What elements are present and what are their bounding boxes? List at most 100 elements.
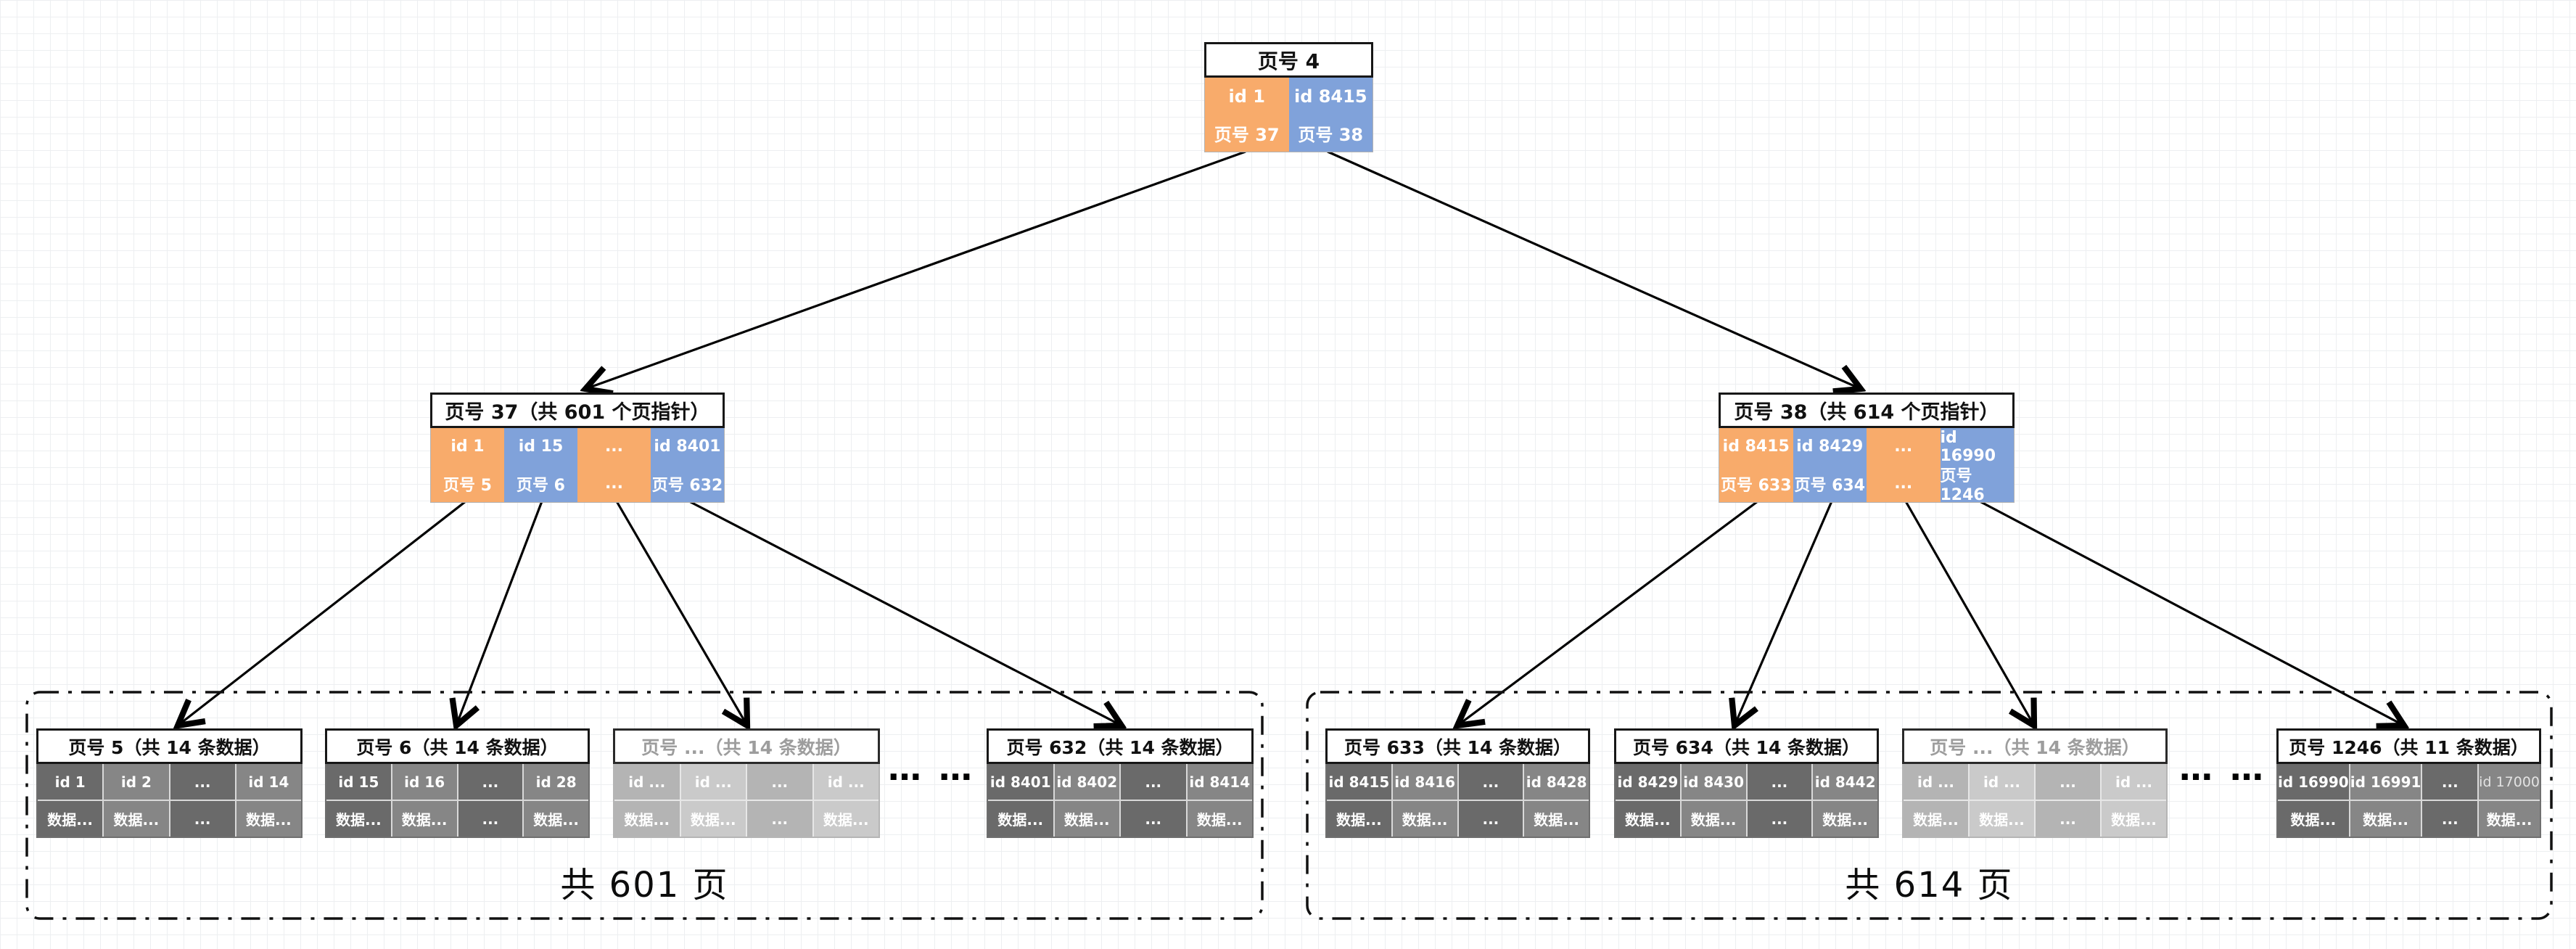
record-id: id ... [614,764,680,800]
record-data: 数据... [1616,801,1680,837]
record-id: id 28 [524,764,588,800]
record-data: 数据... [524,801,588,837]
pointer-page: 页号 632 [651,476,723,495]
leaf-page-node-hidden: 页号 ...（共 14 条数据） id ...数据... id ...数据...… [613,728,880,838]
record-id: id 8415 [1327,764,1391,800]
pointer-page: ... [604,474,624,493]
record-id: id 8429 [1616,764,1680,800]
record-data: 数据... [614,801,680,837]
record-ellipsis: ... [747,801,812,837]
record-id: id 8402 [1054,764,1119,800]
pointer-page: 页号 633 [1720,476,1792,495]
leaf-page-title: 页号 5（共 14 条数据） [36,728,303,764]
leaf-page-title: 页号 634（共 14 条数据） [1614,728,1879,764]
pointer-cell-ellipsis: ... ... [577,428,651,502]
pointer-id: id 8415 [1722,437,1790,456]
internal-page-pointers: id 1 页号 5 id 15 页号 6 ... ... id 8401 页号 … [430,428,725,503]
root-page-title: 页号 4 [1204,42,1373,78]
internal-page-pointers: id 8415 页号 633 id 8429 页号 634 ... ... id… [1719,428,2015,504]
record-id: id 8416 [1392,764,1457,800]
internal-page-title: 页号 38（共 614 个页指针） [1719,393,2015,428]
record-data: 数据... [2350,801,2421,837]
record-id: id 8428 [1524,764,1589,800]
pointer-id: id 15 [518,437,564,456]
record-data: 数据... [680,801,746,837]
edge-root-to-int0 [585,150,1246,389]
record-data: 数据... [2479,801,2540,837]
pointer-id: id 1 [1228,86,1265,107]
record-data: 数据... [236,801,301,837]
internal-page-title: 页号 37（共 601 个页指针） [430,393,725,428]
record-id: id 2 [104,764,169,800]
pointer-cell: id 16990 页号 1246 [1940,428,2014,504]
pointer-page: 页号 37 [1214,125,1280,145]
leaf-page-title: 页号 632（共 14 条数据） [987,728,1254,764]
record-id: id 16 [392,764,457,800]
pointer-id: id 8429 [1796,437,1864,456]
record-id: id 15 [326,764,391,800]
pointer-page: ... [1894,474,1913,493]
record-id: id ... [2102,764,2166,800]
pointer-id: id 8401 [654,437,721,456]
pointer-cell: id 15 页号 6 [504,428,577,502]
record-ellipsis: ... [2036,764,2100,800]
record-ellipsis: ... [1121,764,1186,800]
pointer-id: id 1 [450,437,485,456]
edge-root-to-int1 [1327,150,1861,389]
page-group-left: 共 601 页 [25,691,1264,920]
leaf-page-node-hidden: 页号 ...（共 14 条数据） id ...数据... id ...数据...… [1902,728,2168,838]
record-id: id 17000 [2479,764,2540,800]
record-id: id 8442 [1813,764,1877,800]
record-ellipsis: ... [458,801,523,837]
pointer-cell-ellipsis: ... ... [1867,428,1941,502]
record-id: id 8430 [1681,764,1746,800]
record-data: 数据... [1524,801,1589,837]
record-id: id 16990 [2278,764,2349,800]
leaf-page-title: 页号 ...（共 14 条数据） [1902,728,2168,764]
leaf-page-title: 页号 6（共 14 条数据） [325,728,590,764]
record-data: 数据... [104,801,169,837]
leaves-ellipsis: … … [887,749,975,788]
record-id: id 8414 [1187,764,1252,800]
root-page-pointers: id 1 页号 37 id 8415 页号 38 [1204,78,1373,152]
leaf-records: id ...数据... id ...数据... ...... id ...数据.… [613,764,880,838]
pointer-page: 页号 1246 [1940,467,1985,504]
record-ellipsis: ... [2422,764,2478,800]
record-data: 数据... [1904,801,1968,837]
record-id: id ... [1904,764,1968,800]
record-id: id 8401 [988,764,1053,800]
record-id: id ... [1970,764,2034,800]
pointer-cell: id 8415 页号 633 [1719,428,1793,502]
record-ellipsis: ... [1458,764,1523,800]
record-data: 数据... [813,801,878,837]
pointer-id: id 16990 [1940,428,1996,465]
internal-page-node: 页号 37（共 601 个页指针） id 1 页号 5 id 15 页号 6 .… [430,393,725,503]
record-ellipsis: ... [1121,801,1186,837]
record-ellipsis: ... [1747,801,1812,837]
record-data: 数据... [1813,801,1877,837]
record-data: 数据... [1970,801,2034,837]
pointer-page: 页号 6 [517,476,565,495]
leaf-records: id ...数据... id ...数据... ...... id ...数据.… [1902,764,2168,838]
record-id: id 16991 [2350,764,2421,800]
record-id: id ... [680,764,746,800]
record-data: 数据... [1187,801,1252,837]
record-data: 数据... [2278,801,2349,837]
pointer-cell: id 1 页号 5 [431,428,504,502]
pointer-id: id 8415 [1293,86,1367,107]
leaf-page-title: 页号 1246（共 11 条数据） [2276,728,2541,764]
record-data: 数据... [38,801,103,837]
record-data: 数据... [326,801,391,837]
record-data: 数据... [2102,801,2166,837]
pointer-id: ... [604,437,624,456]
pointer-id: ... [1894,437,1913,456]
